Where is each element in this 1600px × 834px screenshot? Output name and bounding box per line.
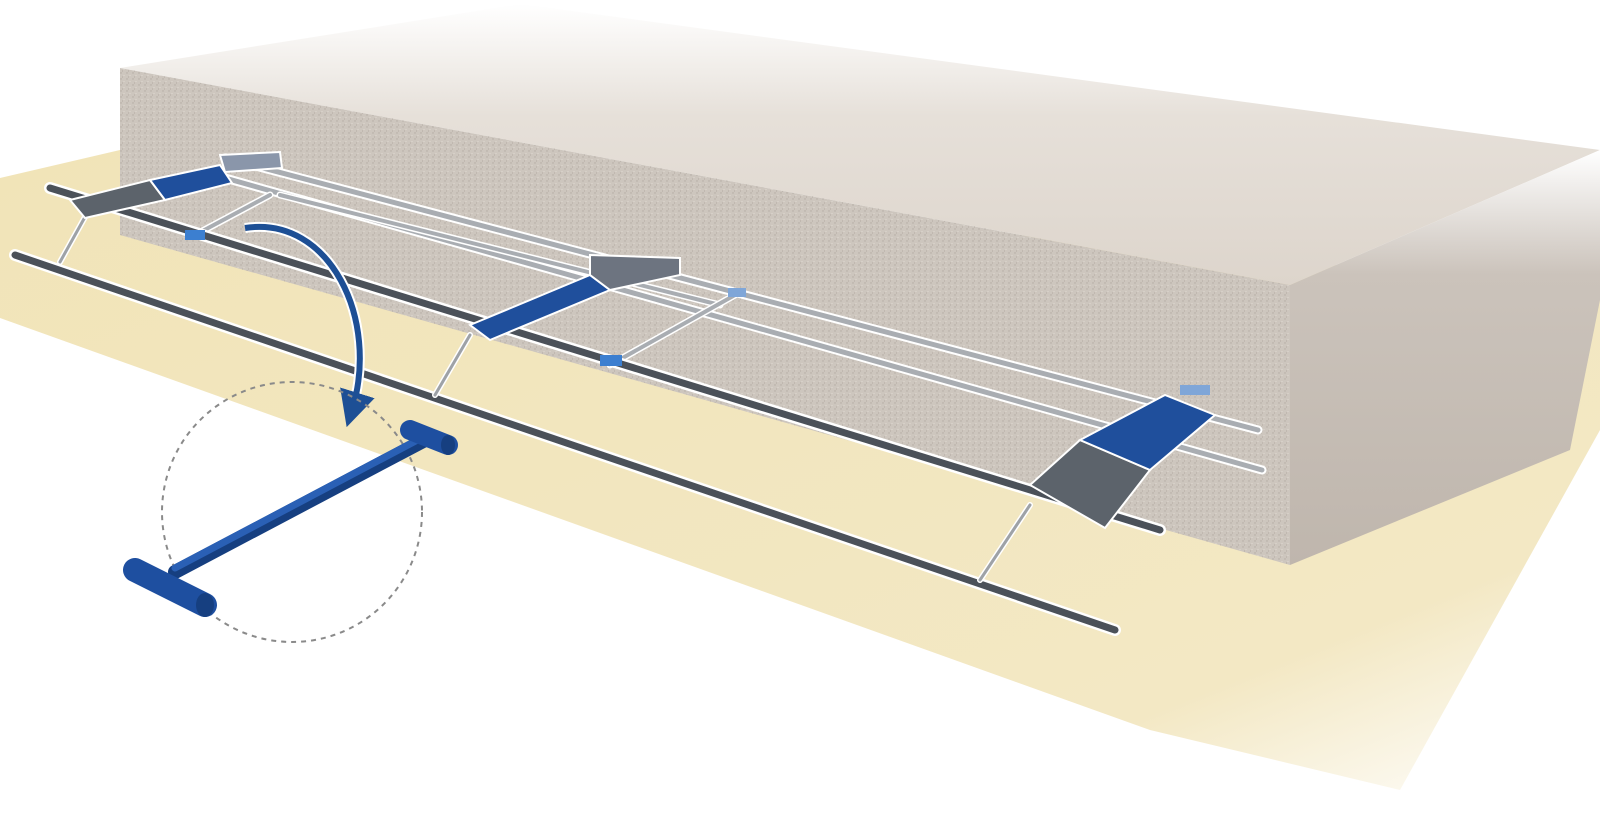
spacer-tool-detail: [123, 420, 458, 617]
spacer-middle: [468, 253, 746, 366]
spacer-left: [68, 150, 284, 240]
concrete-slab-side: [1290, 150, 1600, 565]
spacer-right: [1028, 385, 1217, 530]
concrete-slab-top: [120, 4, 1600, 285]
detail-callout-circle: [161, 381, 423, 643]
